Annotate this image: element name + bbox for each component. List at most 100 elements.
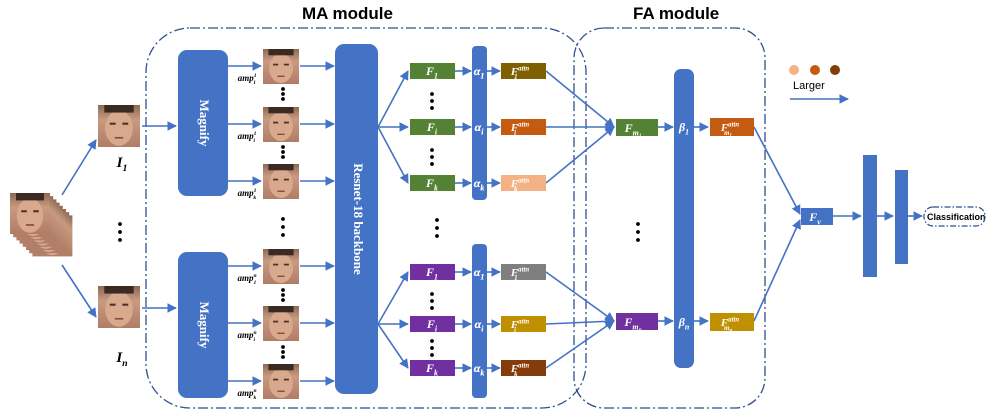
ellipsis-dot: [118, 222, 122, 226]
input-label-i1: I1: [116, 155, 128, 174]
arrow-backbone-to-feature: [377, 126, 409, 184]
face-skin: [16, 198, 44, 233]
alpha-label: α1: [474, 265, 485, 281]
ellipsis-dot: [430, 155, 434, 159]
attn-feature-box: [501, 360, 546, 376]
face-skin: [269, 253, 293, 283]
ellipsis-dot: [435, 234, 439, 238]
mouth: [277, 275, 285, 277]
attn-feature-box: [501, 316, 546, 332]
ellipsis-dot: [430, 346, 434, 350]
fv-box: [801, 208, 833, 225]
arrow-backbone-to-feature: [377, 70, 409, 128]
feature-box: [410, 264, 455, 280]
ellipsis-dot: [281, 155, 285, 159]
fm1-attn-box: [710, 118, 754, 136]
magnify-block-bottom: [178, 252, 228, 398]
face-skin: [269, 168, 293, 198]
magnify-block-top: [178, 50, 228, 196]
fc-layer-1: [863, 155, 877, 277]
backbone-label: Resnet-18 backbone: [351, 163, 366, 275]
arrow-attn-to-fm1: [545, 126, 615, 184]
hair: [268, 164, 294, 171]
ellipsis-dot: [281, 293, 285, 297]
ellipsis-dot: [636, 238, 640, 242]
ellipsis-dot: [118, 230, 122, 234]
right-eye: [283, 263, 289, 266]
hair: [268, 306, 294, 313]
hair: [268, 49, 294, 56]
ellipsis-dot: [430, 148, 434, 152]
alpha-label: αk: [474, 361, 485, 377]
betan-label: βn: [678, 315, 690, 331]
right-eye: [122, 122, 129, 125]
ellipsis-dot: [430, 353, 434, 357]
fmn-attn-box: [710, 313, 754, 331]
mouth: [26, 224, 34, 226]
fa-module-title: FA module: [633, 4, 720, 23]
ma-module-title: MA module: [302, 4, 393, 23]
right-eye: [122, 303, 129, 306]
right-eye: [283, 121, 289, 124]
alpha-label: αi: [475, 317, 485, 333]
right-eye: [283, 178, 289, 181]
arrow-attn-to-fm1: [545, 70, 615, 128]
ellipsis-dot: [281, 345, 285, 349]
ellipsis-dot: [281, 355, 285, 359]
left-eye: [273, 378, 279, 381]
arrow-stack-to-i1: [61, 139, 97, 196]
arrow-backbone-to-feature: [377, 323, 409, 369]
ellipsis-dot: [281, 97, 285, 101]
right-eye: [33, 210, 39, 213]
left-eye: [273, 178, 279, 181]
arrow-stack-to-in: [61, 264, 97, 318]
amplified-face: [263, 164, 299, 199]
mouth: [277, 390, 285, 392]
feature-box: [410, 360, 455, 376]
feature-label: F1: [425, 265, 438, 281]
feature-label: Fi: [426, 120, 438, 136]
ellipsis-dot: [430, 106, 434, 110]
arrow-backbone-to-feature: [377, 271, 409, 325]
alpha-bar: [472, 46, 487, 200]
fm1-box: [616, 119, 658, 136]
ellipsis-dot: [430, 339, 434, 343]
hair: [268, 364, 294, 371]
fc-layer-2: [895, 170, 908, 264]
magnify-label: Magnify: [197, 100, 212, 147]
arrow-fmnattn-to-fv: [753, 219, 801, 322]
ellipsis-dot: [281, 87, 285, 91]
mouth: [114, 317, 124, 320]
mouth: [277, 133, 285, 135]
mouth: [114, 136, 124, 139]
arrow-attn-to-fmn: [545, 320, 615, 369]
ellipsis-dot: [435, 218, 439, 222]
left-eye: [273, 63, 279, 66]
ellipsis-dot: [636, 222, 640, 226]
amplified-face: [263, 49, 299, 84]
input-frame-in: [98, 286, 140, 328]
fm1-label: Fm1: [624, 121, 642, 139]
feature-box: [410, 316, 455, 332]
ellipsis-dot: [430, 162, 434, 166]
alpha-label: αk: [474, 176, 485, 192]
legend-dot-light: [789, 65, 799, 75]
amplified-face: [263, 364, 299, 399]
hair: [104, 105, 134, 113]
left-eye: [109, 303, 116, 306]
beta1-label: β1: [678, 120, 689, 136]
amplified-face: [263, 107, 299, 142]
alpha-label: αk: [474, 176, 485, 192]
ellipsis-dot: [281, 150, 285, 154]
fa-module-frame: [573, 27, 766, 409]
right-eye: [283, 320, 289, 323]
amplified-face: [263, 306, 299, 341]
